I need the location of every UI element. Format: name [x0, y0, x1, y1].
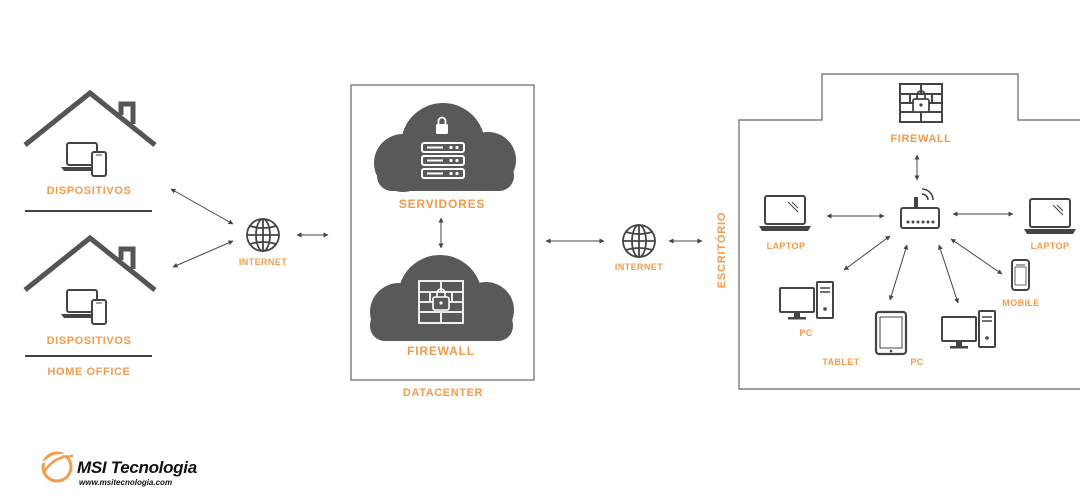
brand-url: www.msitecnologia.com [79, 478, 173, 487]
internet-label-right: INTERNET [614, 262, 664, 272]
house-icon-top [23, 89, 157, 147]
datacenter-firewall-label: FIREWALL [407, 344, 475, 358]
home-devices-label-top: DISPOSITIVOS [46, 185, 132, 197]
pc-icon-left [779, 281, 834, 320]
brand-logo-icon [41, 451, 74, 483]
server-cloud [374, 103, 516, 192]
arrow-router-mobile [950, 238, 1003, 275]
brand-name: MSI Tecnologia [77, 458, 197, 477]
home-office-label: HOME OFFICE [47, 366, 131, 378]
mobile-icon [1011, 259, 1030, 291]
servers-label: SERVIDORES [398, 197, 486, 211]
office-outline [738, 73, 1080, 390]
server-rack-icon [421, 142, 465, 179]
devices-icon-bottom [61, 289, 107, 325]
mobile-label: MOBILE [1002, 298, 1040, 308]
arrow-router-pc-right [938, 244, 959, 304]
office-firewall-icon [899, 83, 943, 123]
laptop-left-label: LAPTOP [766, 241, 806, 251]
globe-icon-left [246, 218, 280, 252]
datacenter-box [350, 84, 535, 381]
tablet-icon [874, 310, 908, 356]
laptop-icon-right [1024, 198, 1076, 234]
pc-right-label: PC [910, 357, 924, 367]
laptop-right-label: LAPTOP [1030, 241, 1070, 251]
arrow-router-tablet [888, 244, 909, 301]
arrow-router-pc-left [843, 235, 891, 271]
pc-icon-right [941, 310, 996, 349]
lock-icon-servers [436, 116, 448, 134]
tablet-label: TABLET [822, 357, 860, 367]
laptop-icon-left [759, 195, 811, 231]
firewall-cloud [370, 255, 514, 341]
office-vertical-label: ESCRITÓRIO [716, 211, 728, 289]
lock-icon-firewall [432, 288, 450, 311]
pc-left-label: PC [799, 328, 813, 338]
home-devices-label-bottom: DISPOSITIVOS [46, 335, 132, 347]
arrow-home2-internet [172, 240, 234, 268]
house-icon-bottom [23, 234, 157, 292]
datacenter-label: DATACENTER [402, 387, 484, 399]
office-firewall-label: FIREWALL [890, 133, 952, 145]
devices-icon-top [61, 142, 107, 177]
arrow-home1-internet [170, 188, 234, 225]
internet-label-left: INTERNET [238, 257, 288, 267]
globe-icon-right [622, 224, 656, 258]
router-icon [900, 188, 940, 229]
